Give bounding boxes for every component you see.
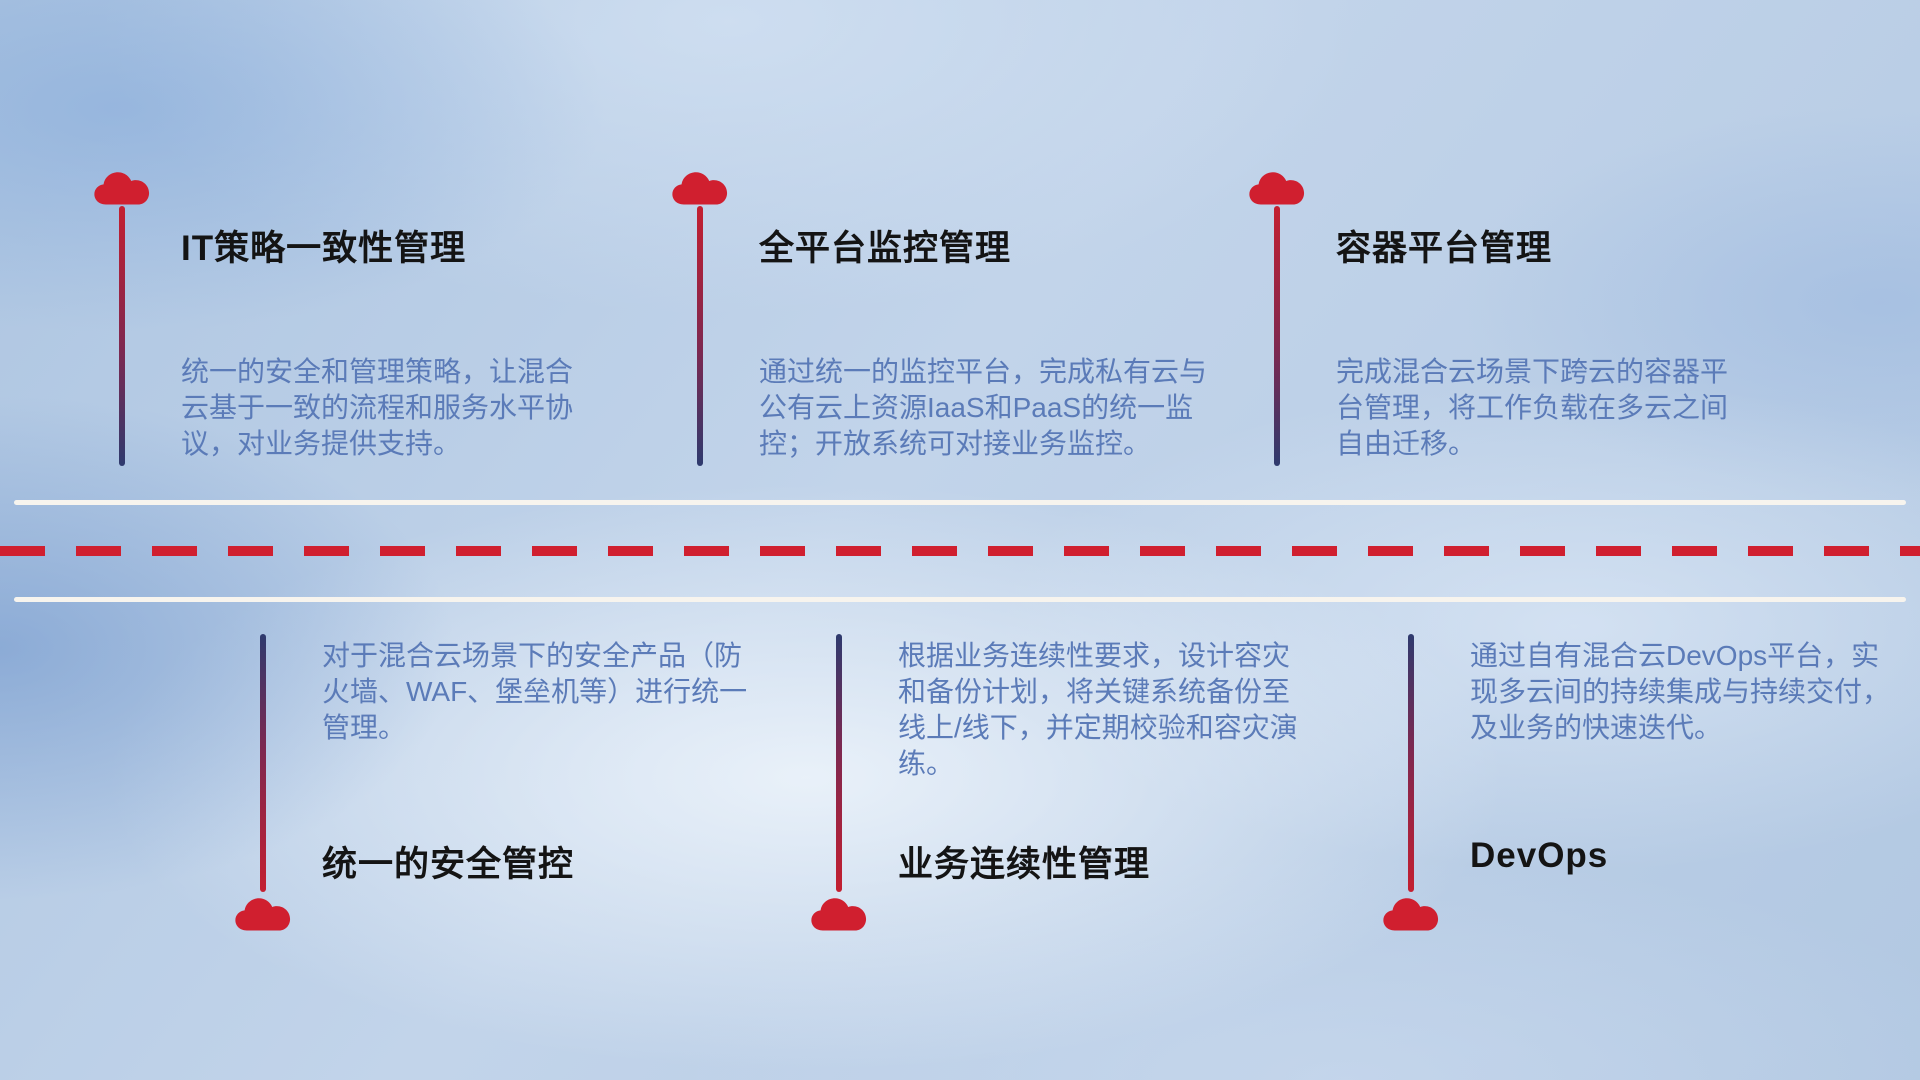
- connector-line: [119, 206, 125, 466]
- item-title: DevOps: [1470, 836, 1609, 875]
- connector-line: [260, 634, 266, 892]
- connector-line: [1408, 634, 1414, 892]
- item-title: IT策略一致性管理: [181, 229, 467, 268]
- item-title: 业务连续性管理: [898, 845, 1151, 884]
- cloud-icon: [1383, 898, 1439, 931]
- connector-line: [697, 206, 703, 466]
- item-description: 统一的安全和管理策略，让混合云基于一致的流程和服务水平协议，对业务提供支持。: [181, 356, 574, 459]
- cloud-icon: [672, 172, 728, 205]
- item-title: 容器平台管理: [1336, 229, 1553, 268]
- cloud-icon: [1249, 172, 1305, 205]
- divider-dashed-line: [0, 546, 1920, 556]
- connector-line: [1274, 206, 1280, 466]
- item-description: 对于混合云场景下的安全产品（防火墙、WAF、堡垒机等）进行统一管理。: [322, 640, 748, 743]
- divider-line-top: [14, 500, 1906, 505]
- cloud-icon: [235, 898, 291, 931]
- cloud-icon: [94, 172, 150, 205]
- connector-line: [836, 634, 842, 892]
- divider-line-bottom: [14, 597, 1906, 602]
- item-description: 完成混合云场景下跨云的容器平台管理，将工作负载在多云之间自由迁移。: [1336, 356, 1729, 459]
- item-description: 通过统一的监控平台，完成私有云与公有云上资源IaaS和PaaS的统一监控；开放系…: [759, 356, 1208, 459]
- cloud-icon: [811, 898, 867, 931]
- item-title: 全平台监控管理: [759, 229, 1012, 268]
- item-description: 根据业务连续性要求，设计容灾和备份计划，将关键系统备份至线上/线下，并定期校验和…: [898, 640, 1298, 779]
- item-description: 通过自有混合云DevOps平台，实现多云间的持续集成与持续交付，及业务的快速迭代…: [1470, 640, 1891, 743]
- item-title: 统一的安全管控: [322, 845, 575, 884]
